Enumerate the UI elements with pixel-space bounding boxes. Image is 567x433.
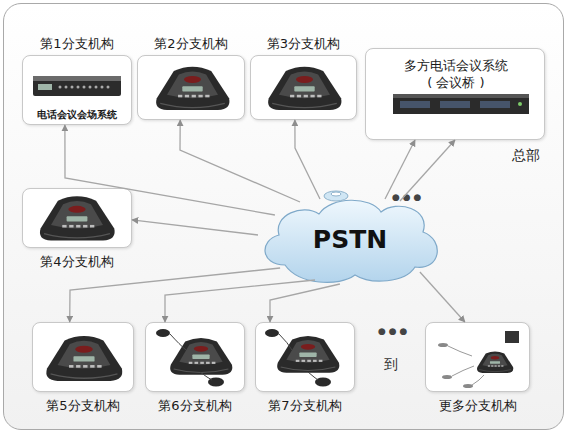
ellipsis-dots: ● ● ● <box>378 326 407 336</box>
phone-icon <box>46 336 122 381</box>
mic-pod <box>156 329 224 387</box>
connector-arrow <box>270 284 340 322</box>
branch-box: 第5分支机构 <box>32 322 134 392</box>
connector-arrow <box>70 268 280 322</box>
more-branch-devices <box>438 331 519 388</box>
node-title: 第6分支机构 <box>146 398 244 414</box>
connector-arrow <box>180 120 300 202</box>
node-title: 更多分支机构 <box>426 398 529 414</box>
branch-box: 第2分支机构 <box>137 55 245 120</box>
node-title: 第7分支机构 <box>256 398 354 414</box>
connector-arrow <box>132 220 258 235</box>
phone-icon <box>268 67 341 110</box>
phone-icon <box>277 336 339 373</box>
dish-icon <box>324 191 348 201</box>
phone-icon <box>40 196 115 240</box>
bridge-rack <box>393 94 529 114</box>
branch-box: 第7分支机构 <box>255 322 355 392</box>
node-title: 多方电话会议系统 ( 会议桥 ) <box>400 57 512 91</box>
range-label: 到 <box>384 356 398 374</box>
branch-box: 更多分支机构 <box>425 322 530 392</box>
node-title: 第3分支机构 <box>251 36 356 52</box>
connector-arrow <box>295 120 320 199</box>
phone-icon <box>170 338 232 375</box>
branch-box: 第3分支机构 <box>250 55 357 120</box>
phone-icon <box>156 67 229 110</box>
branch-box: 第6分支机构 <box>145 322 245 392</box>
branch-box: 第1分支机构电话会议会场系统 <box>22 55 132 125</box>
node-title: PSTN <box>255 226 445 254</box>
connector-arrow <box>165 280 315 322</box>
node-label: 电话会议会场系统 <box>23 109 131 121</box>
connector-arrow <box>420 272 465 322</box>
ellipsis-dots: ● ● ● <box>392 192 421 202</box>
node-title: 第5分支机构 <box>33 398 133 414</box>
connector-arrow <box>65 125 275 215</box>
node-title: 第2分支机构 <box>138 36 244 52</box>
branch-box: 第4分支机构 <box>22 188 132 248</box>
node-title: 第1分支机构 <box>23 36 131 52</box>
bridge-box: 多方电话会议系统 ( 会议桥 )总部 <box>365 48 545 140</box>
connector-arrow <box>400 140 455 201</box>
connector-arrow <box>385 140 415 199</box>
node-title: 第4分支机构 <box>23 254 131 270</box>
node-label: 总部 <box>512 147 540 163</box>
mic-pod <box>265 329 331 387</box>
pstn-cloud: PSTN <box>255 195 445 285</box>
room-system-device <box>33 76 121 96</box>
